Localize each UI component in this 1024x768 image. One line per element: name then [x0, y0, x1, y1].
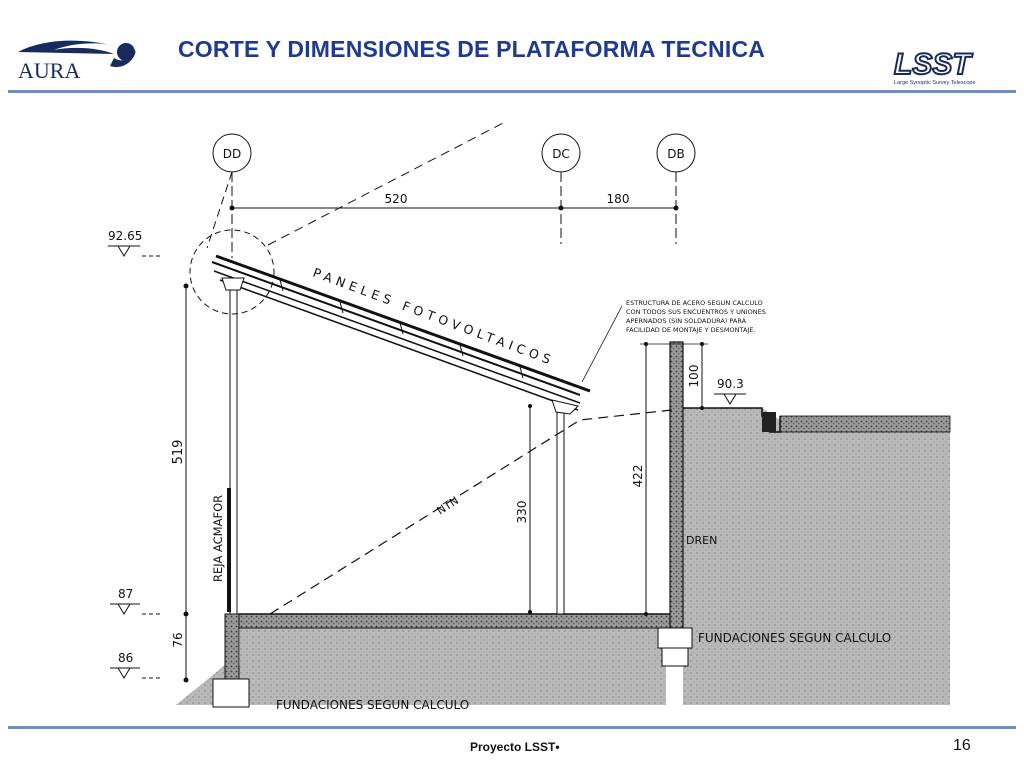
lsst-logo-subtext: Large Synoptic Survey Telescope [894, 80, 976, 86]
label-paneles-fotovoltaicos: PANELES FOTOVOLTAICOS [311, 265, 557, 369]
detail-circle [189, 229, 275, 315]
level-86: 86 [110, 651, 162, 679]
note-line-4: FACILIDAD DE MONTAJE Y DESMONTAJE. [626, 326, 756, 334]
left-footing [212, 678, 250, 708]
page-number: 16 [953, 737, 971, 754]
column-dd [229, 287, 238, 615]
dim-422: 422 [631, 465, 645, 488]
grid-bubble-dc: DC [541, 133, 581, 173]
level-87: 87 [110, 587, 162, 615]
lsst-logo-icon: LSST Large Synoptic Survey Telescope [893, 47, 976, 86]
note-line-1: ESTRUCTURA DE ACERO SEGUN CALCULO [626, 299, 763, 307]
dim-519: 519 [171, 440, 186, 465]
label-fundaciones-right: FUNDACIONES SEGUN CALCULO [698, 631, 891, 645]
slide-title: CORTE Y DIMENSIONES DE PLATAFORMA TECNIC… [178, 36, 766, 62]
grid-bubble-db: DB [656, 133, 696, 173]
grid-label-dc: DC [552, 147, 570, 161]
footer-rule [8, 726, 1016, 729]
aura-logo: AURA [14, 36, 138, 83]
note-line-3: APERNADOS (SIN SOLDADURA) PARA [626, 317, 747, 325]
label-ntn: NTN [435, 494, 462, 518]
right-footing [657, 627, 693, 649]
lsst-logo: LSST Large Synoptic Survey Telescope [890, 46, 1012, 90]
label-fundaciones-left: FUNDACIONES SEGUN CALCULO [276, 698, 469, 712]
level-label-86: 86 [118, 651, 133, 665]
level-label-90-3: 90.3 [717, 377, 744, 391]
footer-project: Proyecto LSST• [470, 740, 560, 754]
aura-logo-icon: AURA [18, 40, 136, 83]
ground-right [683, 408, 950, 705]
lsst-logo-text: LSST [894, 48, 973, 81]
note-line-2: CON TODOS SUS ENCUENTROS Y UNIONES [626, 308, 766, 316]
dim-180: 180 [607, 192, 630, 206]
dim-76: 76 [171, 632, 185, 647]
level-90-3: 90.3 [714, 377, 746, 405]
label-reja-acmafor: REJA ACMAFOR [211, 495, 225, 582]
grid-label-dd: DD [223, 147, 241, 161]
left-footing-wall [224, 613, 240, 680]
platform-section-drawing: DD DC DB 520 180 519 76 330 422 100 92.6… [108, 121, 951, 712]
structural-note: ESTRUCTURA DE ACERO SEGUN CALCULO CON TO… [581, 299, 766, 383]
ground-left [176, 628, 666, 705]
column-dc [556, 411, 565, 615]
grid-label-db: DB [667, 147, 684, 161]
grid-bubble-dd: DD [212, 133, 252, 173]
aura-logo-text: AURA [18, 58, 80, 82]
level-label-92-65: 92.65 [108, 229, 142, 243]
retaining-wall [669, 341, 684, 629]
header-rule [8, 90, 1016, 93]
level-92-65: 92.65 [108, 229, 160, 257]
level-label-87: 87 [118, 587, 133, 601]
reja-mesh [227, 488, 231, 612]
dim-520: 520 [385, 192, 408, 206]
ntn-line [269, 409, 673, 615]
dim-100: 100 [687, 365, 701, 388]
dim-330: 330 [515, 501, 529, 524]
label-dren: DREN [686, 534, 717, 547]
floor-slab [237, 613, 671, 629]
